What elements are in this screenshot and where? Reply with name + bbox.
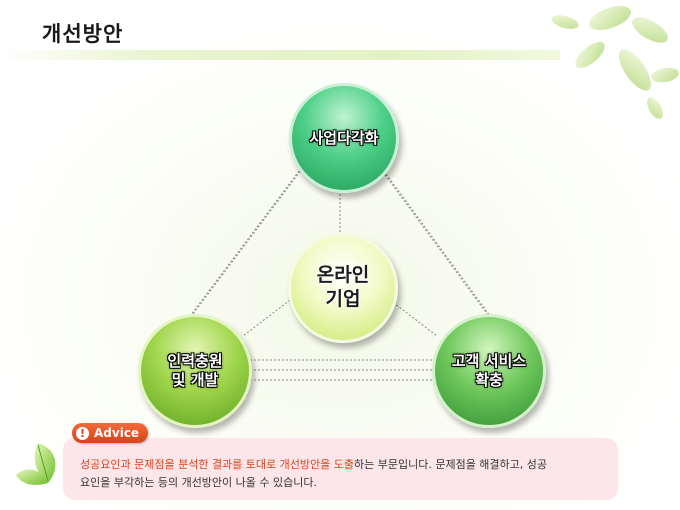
leaves-decoration-icon: [551, 5, 679, 119]
exclamation-icon: !: [76, 426, 89, 440]
advice-text: 성공요인과 문제점을 분석한 결과를 토대로 개선방안을 도출하는 부문입니다.…: [80, 456, 608, 492]
advice-panel: [63, 438, 618, 500]
node-center-label-line1: 온라인: [316, 264, 370, 287]
node-customer-service: 고객 서비스 확충: [432, 314, 546, 428]
advice-highlight-1: 성공요인과: [80, 458, 135, 471]
node-right-label-line2: 확충: [475, 371, 503, 389]
node-online-company: 온라인 기업: [288, 233, 398, 343]
title-underline: [0, 50, 560, 60]
node-staffing: 인력충원 및 개발: [138, 314, 252, 428]
advice-badge: ! Advice: [72, 423, 149, 443]
node-diversification: 사업다각화: [289, 83, 399, 193]
advice-text-line1: 성공요인과 문제점을 분석한 결과를 토대로 개선방안을 도출하는 부문입니다.…: [80, 456, 608, 474]
node-top-label-line1: 사업다각화: [309, 128, 379, 147]
page-title: 개선방안: [42, 22, 124, 46]
node-left-label-line2: 및 개발: [171, 371, 219, 389]
advice-plain-1: 하는 부문입니다. 문제점을 해결하고, 성공: [354, 458, 548, 471]
leaf-decoration-icon: [16, 443, 56, 485]
advice-highlight-2: 문제점을 분석한 결과를 토대로 개선방안을 도출: [134, 458, 354, 471]
node-center-label-line2: 기업: [325, 288, 361, 310]
advice-text-line2: 요인을 부각하는 등의 개선방안이 나올 수 있습니다.: [80, 476, 317, 489]
node-right-label-line1: 고객 서비스: [451, 352, 527, 371]
node-left-label-line1: 인력충원: [167, 352, 223, 371]
advice-badge-label: Advice: [94, 426, 140, 440]
